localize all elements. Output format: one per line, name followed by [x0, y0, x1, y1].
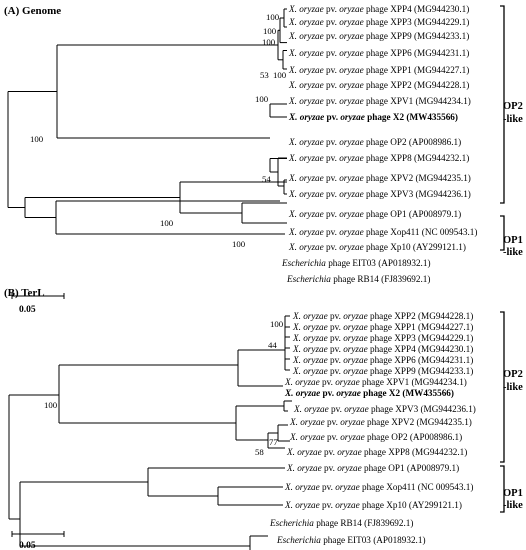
group-label-op2: OP2: [503, 369, 523, 380]
leaf-label: X. oryzae pv. oryzae phage XPP3 (MG94422…: [292, 333, 473, 343]
tree-genome-leaves: X. oryzae pv. oryzae phage XPP4 (MG94423…: [281, 4, 477, 284]
tree-terl-group-brackets: OP2 -like OP1 -like: [500, 311, 523, 513]
op1-bracket: [500, 215, 505, 251]
leaf-label-highlight: X. oryzae pv. oryzae phage X2 (MW435566): [284, 388, 454, 398]
leaf-label: X. oryzae pv. oryzae phage OP1 (AP008979…: [286, 463, 459, 473]
bootstrap-value: 58: [255, 447, 264, 457]
leaf-label: X. oryzae pv. oryzae phage XPP6 (MG94423…: [292, 355, 473, 365]
leaf-label: X. oryzae pv. oryzae phage Xp10 (AY29912…: [288, 242, 466, 252]
leaf-label: X. oryzae pv. oryzae phage XPV3 (MG94423…: [288, 189, 471, 199]
group-label-op1: OP1: [503, 488, 523, 499]
group-label-op1: OP1: [503, 235, 523, 246]
leaf-label: X. oryzae pv. oryzae phage XPP9 (MG94423…: [292, 366, 473, 376]
panel-genome: (A) Genome: [4, 4, 523, 315]
bootstrap-value: 100: [266, 12, 280, 22]
leaf-label: X. oryzae pv. oryzae phage XPP2 (MG94422…: [292, 311, 473, 321]
scale-label: 0.05: [19, 305, 36, 315]
bootstrap-value: 100: [263, 26, 277, 36]
leaf-label: X. oryzae pv. oryzae phage XPP1 (MG94422…: [288, 65, 469, 75]
leaf-label: X. oryzae pv. oryzae phage Xop411 (NC 00…: [288, 227, 477, 237]
panel-title-terl: (B) TerL: [4, 287, 45, 299]
op2-bracket: [500, 311, 505, 463]
leaf-label: Escherichia phage RB14 (FJ839692.1): [286, 274, 430, 284]
panel-title-genome: (A) Genome: [4, 5, 61, 17]
group-label-op2-suffix: -like: [503, 382, 523, 393]
leaf-label: X. oryzae pv. oryzae phage XPP3 (MG94422…: [288, 17, 469, 27]
group-label-op1-suffix: -like: [503, 500, 523, 511]
leaf-label: X. oryzae pv. oryzae phage XPV1 (MG94423…: [284, 377, 467, 387]
bootstrap-value: 54: [262, 174, 271, 184]
leaf-label: X. oryzae pv. oryzae phage XPP2 (MG94422…: [288, 80, 469, 90]
leaf-label: X. oryzae pv. oryzae phage XPP1 (MG94422…: [292, 322, 473, 332]
bootstrap-value: 100: [262, 37, 276, 47]
bootstrap-value: 77: [269, 437, 278, 447]
bootstrap-value: 100: [44, 400, 58, 410]
leaf-label: X. oryzae pv. oryzae phage XPV2 (MG94423…: [288, 173, 471, 183]
leaf-label: Escherichia phage EIT03 (AP018932.1): [281, 258, 431, 268]
tree-terl-bootstraps: 100 44 100 77 58: [44, 319, 284, 457]
leaf-label: X. oryzae pv. oryzae phage XPV2 (MG94423…: [289, 417, 472, 427]
leaf-label: X. oryzae pv. oryzae phage XPP8 (MG94423…: [288, 153, 469, 163]
group-label-op1-suffix: -like: [503, 247, 523, 258]
leaf-label: X. oryzae pv. oryzae phage XPP8 (MG94423…: [286, 447, 467, 457]
scale-bar-terl: 0.05: [11, 531, 65, 550]
bootstrap-value: 100: [160, 218, 174, 228]
tree-genome-branches: [7, 8, 287, 235]
leaf-label: X. oryzae pv. oryzae phage XPV1 (MG94423…: [288, 96, 471, 106]
tree-terl-leaves: X. oryzae pv. oryzae phage XPP2 (MG94422…: [269, 311, 476, 545]
leaf-label-highlight: X. oryzae pv. oryzae phage X2 (MW435566): [288, 112, 458, 122]
leaf-label: X. oryzae pv. oryzae phage XPP4 (MG94423…: [292, 344, 473, 354]
leaf-label: X. oryzae pv. oryzae phage XPP4 (MG94423…: [288, 4, 469, 14]
bootstrap-value: 100: [273, 70, 287, 80]
bootstrap-value: 100: [270, 319, 284, 329]
bootstrap-value: 53: [260, 70, 269, 80]
panel-terl: (B) TerL: [4, 287, 523, 550]
leaf-label: X. oryzae pv. oryzae phage Xp10 (AY29912…: [284, 500, 462, 510]
scale-bar-genome: 0.05: [11, 293, 65, 315]
scale-label: 0.05: [19, 541, 36, 550]
op1-bracket: [500, 465, 505, 513]
leaf-label: X. oryzae pv. oryzae phage OP2 (AP008986…: [289, 432, 462, 442]
leaf-label: X. oryzae pv. oryzae phage OP2 (AP008986…: [288, 137, 461, 147]
leaf-label: X. oryzae pv. oryzae phage XPP6 (MG94423…: [288, 48, 469, 58]
leaf-label: X. oryzae pv. oryzae phage OP1 (AP008979…: [288, 209, 461, 219]
group-label-op2: OP2: [503, 101, 523, 112]
leaf-label: Escherichia phage EIT03 (AP018932.1): [276, 535, 426, 545]
bootstrap-value: 100: [30, 134, 44, 144]
op2-bracket: [500, 5, 505, 204]
bootstrap-value: 100: [232, 239, 246, 249]
leaf-label: Escherichia phage RB14 (FJ839692.1): [269, 518, 413, 528]
tree-genome-group-brackets: OP2 -like OP1 -like: [500, 5, 523, 258]
leaf-label: X. oryzae pv. oryzae phage Xop411 (NC 00…: [284, 482, 473, 492]
tree-genome-bootstraps: 100 100 100 53 100 100 100 54 100 100: [30, 12, 287, 249]
leaf-label: X. oryzae pv. oryzae phage XPV3 (MG94423…: [293, 404, 476, 414]
tree-terl-branches: [8, 315, 292, 550]
bootstrap-value: 100: [255, 94, 269, 104]
group-label-op2-suffix: -like: [503, 114, 523, 125]
leaf-label: X. oryzae pv. oryzae phage XPP9 (MG94423…: [288, 31, 469, 41]
bootstrap-value: 44: [268, 340, 277, 350]
